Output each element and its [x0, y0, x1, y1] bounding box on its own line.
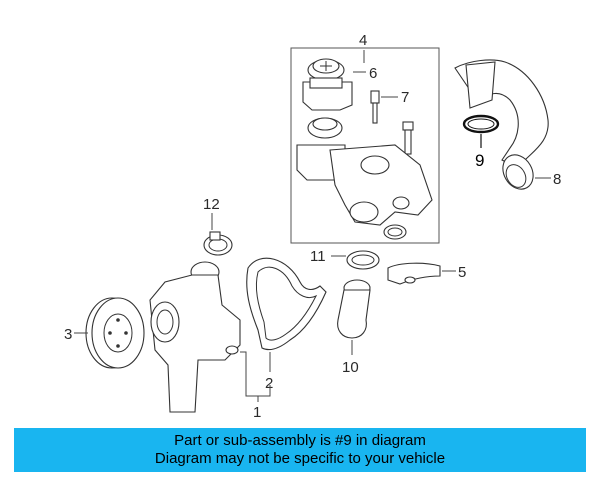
pump-pulley[interactable] — [85, 297, 145, 369]
water-hose[interactable] — [337, 279, 371, 339]
svg-text:7: 7 — [401, 89, 409, 106]
svg-text:9: 9 — [475, 151, 484, 170]
thermostat-upper[interactable] — [302, 58, 353, 111]
banner-line-2: Diagram may not be specific to your vehi… — [154, 450, 446, 467]
thermostat-housing-assembly-box — [290, 47, 440, 244]
callout-8[interactable]: 8 — [535, 171, 561, 188]
svg-text:12: 12 — [203, 196, 220, 213]
thermostat-housing-lower[interactable] — [296, 117, 433, 226]
callout-7[interactable]: 7 — [381, 89, 409, 106]
housing-o-ring — [383, 224, 407, 240]
callout-3[interactable]: 3 — [64, 326, 88, 343]
hose-clamp[interactable] — [203, 231, 233, 256]
o-ring-part-9[interactable] — [462, 114, 500, 134]
callout-1[interactable]: 1 — [240, 351, 271, 421]
svg-text:1: 1 — [253, 404, 261, 421]
temperature-sensor[interactable] — [370, 90, 380, 124]
water-pump[interactable] — [149, 261, 241, 413]
svg-text:3: 3 — [64, 326, 72, 343]
svg-text:5: 5 — [458, 264, 466, 281]
info-banner: Part or sub-assembly is #9 in diagram Di… — [14, 428, 586, 472]
callout-12[interactable]: 12 — [203, 196, 220, 230]
callout-6[interactable]: 6 — [353, 65, 377, 82]
callout-10[interactable]: 10 — [342, 340, 359, 376]
callout-11[interactable]: 11 — [310, 248, 346, 265]
svg-text:2: 2 — [265, 375, 273, 392]
svg-text:11: 11 — [310, 248, 326, 265]
hose-clamp-small[interactable] — [346, 250, 380, 270]
callout-4[interactable]: 4 — [359, 32, 367, 63]
callout-2[interactable]: 2 — [265, 352, 273, 392]
callout-9[interactable]: 9 — [475, 134, 484, 170]
coolant-hose[interactable] — [454, 59, 549, 195]
callout-5[interactable]: 5 — [442, 264, 466, 281]
banner-line-1: Part or sub-assembly is #9 in diagram — [174, 432, 426, 449]
svg-text:10: 10 — [342, 359, 359, 376]
housing-bolt — [402, 121, 414, 155]
svg-text:8: 8 — [553, 171, 561, 188]
parts-diagram: 4 6 7 — [64, 32, 561, 421]
svg-text:4: 4 — [359, 32, 367, 49]
pump-gasket[interactable] — [246, 257, 327, 351]
coolant-pipe[interactable] — [387, 262, 441, 285]
svg-text:6: 6 — [369, 65, 377, 82]
